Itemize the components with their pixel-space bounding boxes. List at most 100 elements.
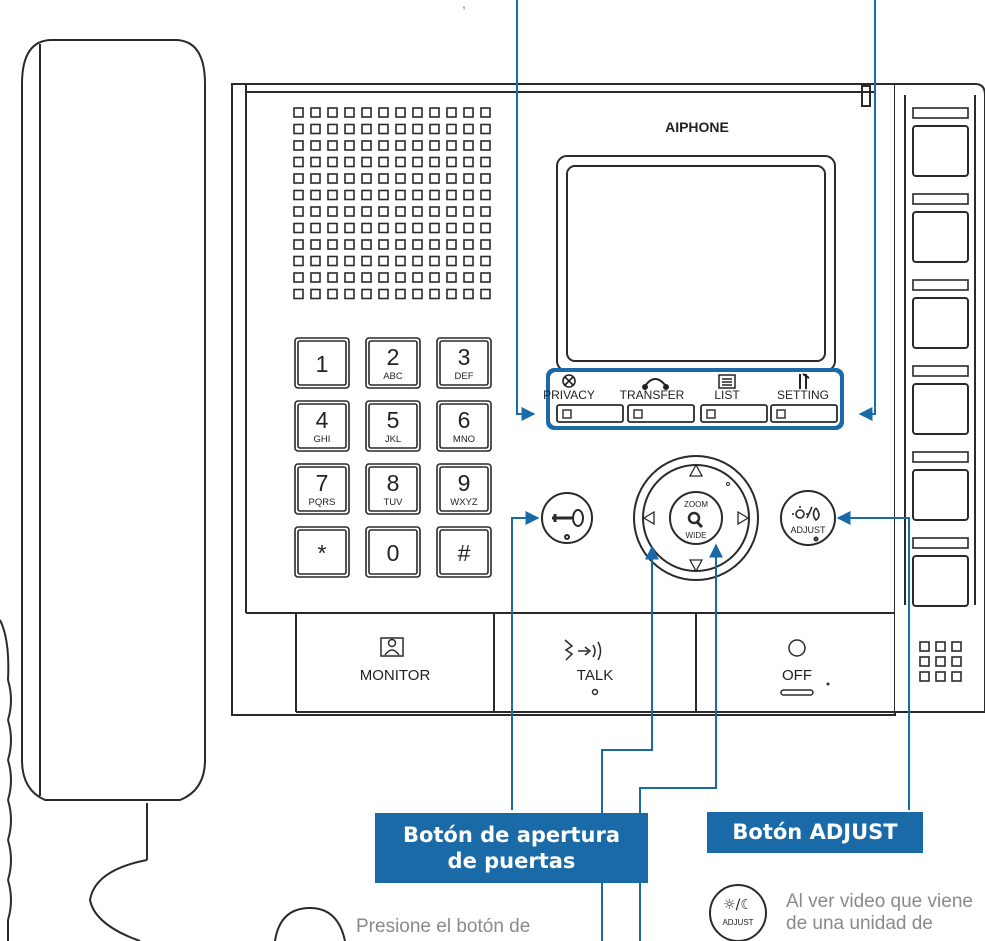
talk-button[interactable]: TALK [496,615,694,710]
nav-right-arrow[interactable] [737,510,750,526]
side-mini-grid [919,641,962,682]
grille-hole [327,222,338,234]
grille-hole [412,288,423,300]
softkey-privacy[interactable]: PRIVACY [543,388,624,423]
keypad-key[interactable]: 0 [365,526,421,578]
adjust-description-line1: Al ver video que viene [786,891,973,912]
grille-hole [412,189,423,201]
side-grid-hole [951,656,962,667]
side-button[interactable] [912,297,969,349]
grille-hole [429,239,440,250]
monitor-button[interactable]: MONITOR [298,615,492,710]
grille-hole [310,272,321,283]
grille-hole [327,206,338,217]
talk-voice-icon [564,639,602,661]
nav-left-arrow[interactable] [642,510,655,526]
side-grid-hole [919,641,930,652]
keypad-key-letters: TUV [384,497,404,508]
grille-hole [412,222,423,234]
grille-hole [310,239,321,250]
keypad-key-number: # [458,540,471,566]
grille-hole [293,189,304,201]
grille-hole [480,255,491,267]
grille-hole [412,255,423,267]
keypad-key-letters: MNO [453,434,475,445]
nav-up-arrow[interactable] [688,463,704,477]
monitor-person-icon [380,637,404,657]
adjust-button[interactable] [780,490,836,546]
side-label-slot [912,451,969,463]
grille-hole [310,255,321,267]
side-button[interactable] [912,555,969,607]
grille-hole [463,156,474,168]
side-grid-hole [951,641,962,652]
grille-hole [361,288,372,300]
grille-hole [293,173,304,184]
grille-hole [310,189,321,201]
side-label-slot [912,365,969,377]
grille-hole [344,255,355,267]
grille-hole [378,156,389,168]
grille-hole [480,288,491,300]
side-button[interactable] [912,211,969,263]
grille-hole [327,156,338,168]
grille-hole [361,156,372,168]
softkey-transfer[interactable]: TRANSFER [620,388,695,423]
keypad-key[interactable]: * [294,526,350,578]
top-cut-text: , [462,0,466,11]
grille-hole [446,222,457,234]
door-release-callout-title: Botón de apertura de puertas [375,813,648,883]
grille-hole [463,123,474,135]
nav-down-arrow[interactable] [688,559,704,573]
off-button[interactable]: OFF [698,615,893,710]
grille-hole [344,140,355,151]
side-label-slot [912,537,969,549]
grille-hole [293,123,304,135]
keypad-key-number: * [318,540,327,566]
grille-hole [480,222,491,234]
grille-hole [327,272,338,283]
grille-hole [429,255,440,267]
side-button[interactable] [912,469,969,521]
grille-hole [463,173,474,184]
talk-label: TALK [577,667,613,684]
grille-hole [412,272,423,283]
softkey-list[interactable]: LIST [700,388,768,423]
grille-hole [395,173,406,184]
grille-hole [412,239,423,250]
keypad-key[interactable]: # [436,526,492,578]
monitor-label: MONITOR [360,667,431,684]
navigation-pad[interactable] [633,455,759,581]
softkey-setting[interactable]: SETTING [770,388,838,423]
side-button[interactable] [912,125,969,177]
door-release-button[interactable] [541,492,593,544]
grille-hole [463,222,474,234]
grille-hole [361,107,372,118]
speaker-grille [293,107,491,300]
side-grid-hole [935,671,946,682]
grille-hole [378,123,389,135]
off-circle-icon [788,639,806,657]
grille-hole [480,140,491,151]
keypad-key[interactable]: 1 [294,337,350,389]
grille-hole [412,156,423,168]
keypad-key-letters: ABC [383,371,403,382]
side-button[interactable] [912,383,969,435]
door-release-description: Presione el botón de [356,916,531,937]
grille-hole [412,123,423,135]
grille-hole [327,107,338,118]
grille-hole [395,189,406,201]
grille-hole [310,222,321,234]
grille-hole [412,107,423,118]
softkey-label: SETTING [777,388,829,402]
